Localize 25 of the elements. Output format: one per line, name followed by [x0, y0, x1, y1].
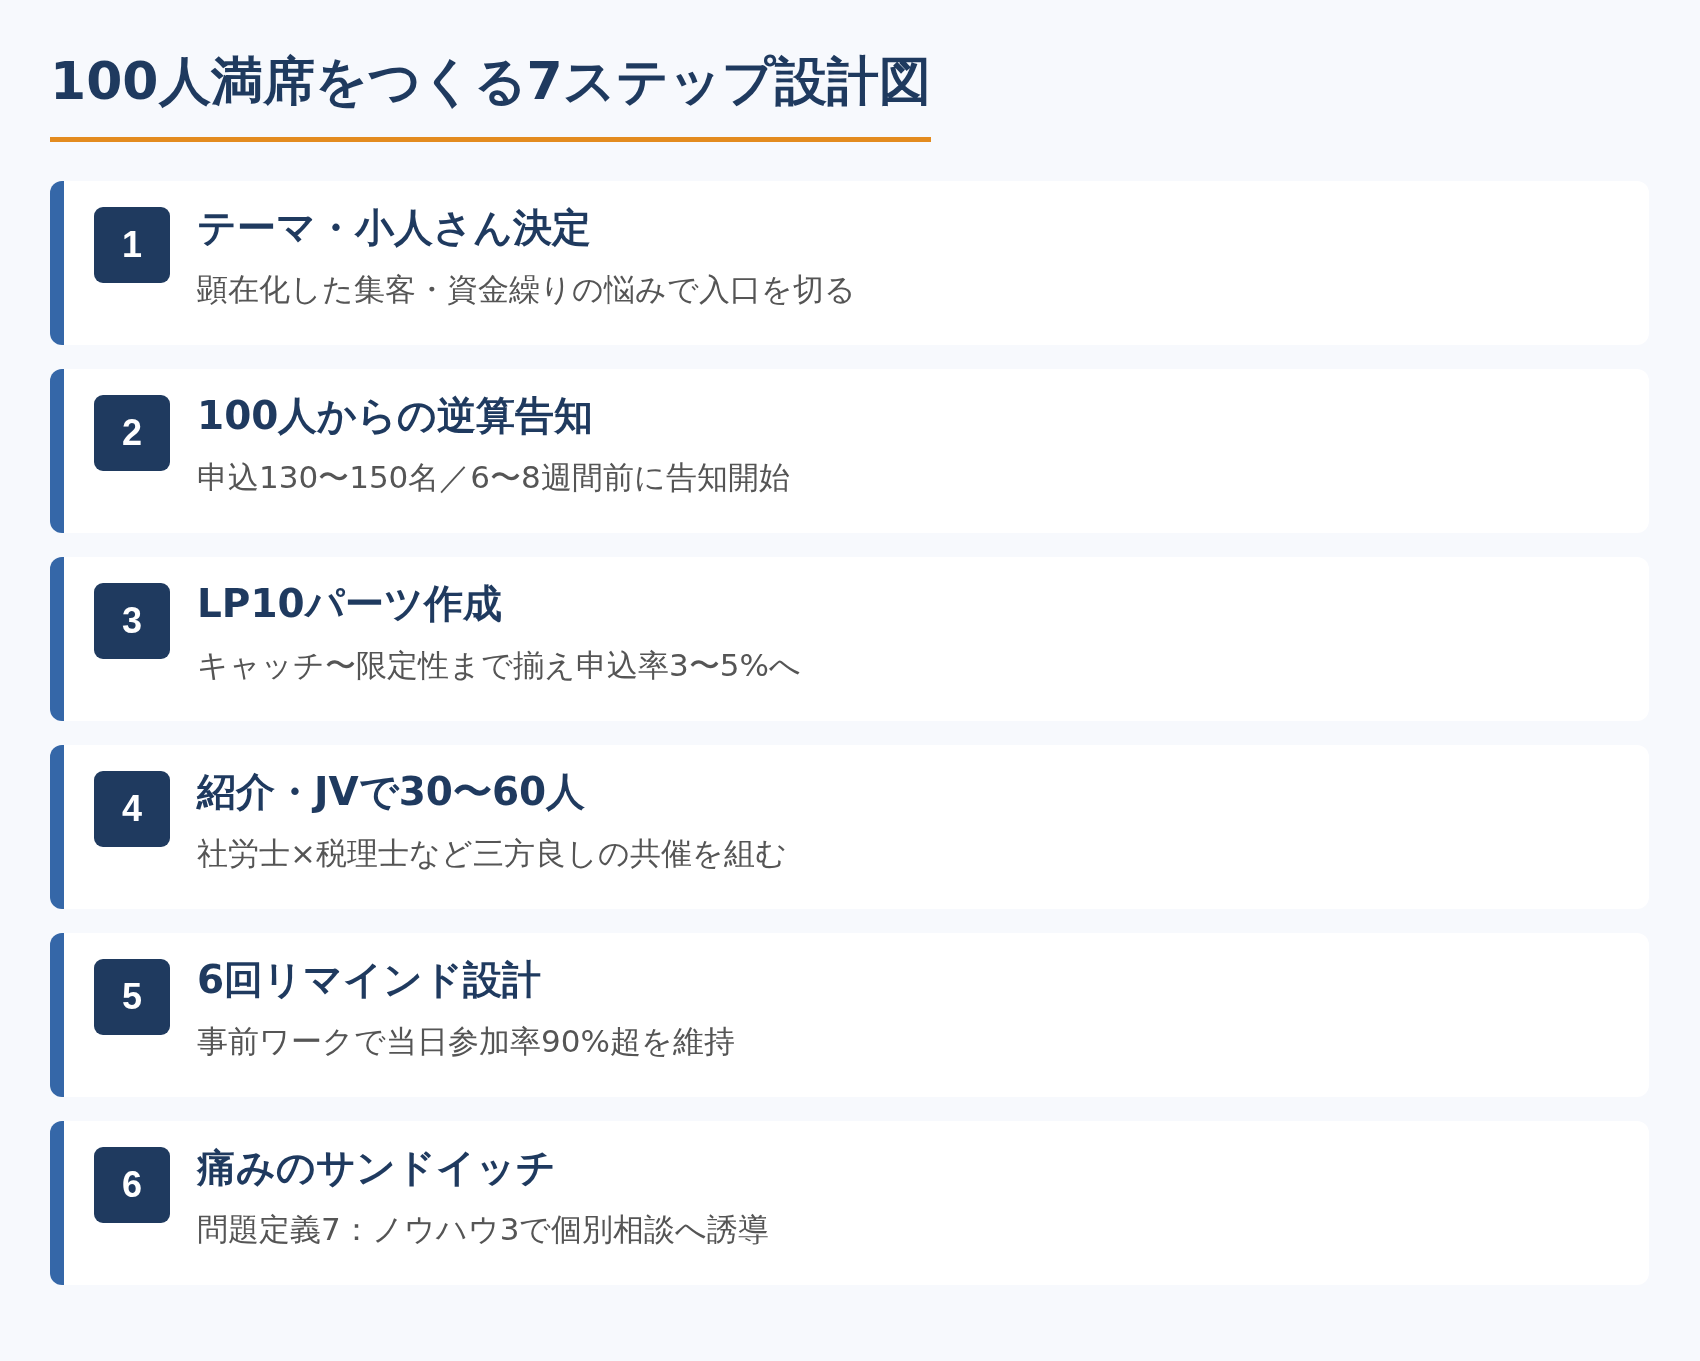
step-description: 社労士×税理士など三方良しの共催を組む [197, 834, 787, 873]
step-heading: 6回リマインド設計 [197, 956, 542, 1004]
step-description: 申込130〜150名／6〜8週間前に告知開始 [197, 458, 790, 497]
page-title: 100人満席をつくる7ステップ設計図 [50, 50, 931, 113]
step-heading: テーマ・小人さん決定 [197, 204, 591, 252]
step-description: 顕在化した集客・資金繰りの悩みで入口を切る [197, 270, 856, 309]
step-card [50, 745, 1649, 909]
step-number-badge: 5 [94, 959, 170, 1035]
step-description: キャッチ〜限定性まで揃え申込率3〜5%へ [197, 646, 801, 685]
step-number-badge: 1 [94, 207, 170, 283]
step-number-badge: 3 [94, 583, 170, 659]
step-description: 事前ワークで当日参加率90%超を維持 [197, 1022, 735, 1061]
step-card [50, 1121, 1649, 1285]
step-heading: 紹介・JVで30〜60人 [197, 768, 586, 816]
step-number-badge: 6 [94, 1147, 170, 1223]
step-number-badge: 2 [94, 395, 170, 471]
step-card [50, 933, 1649, 1097]
step-card [50, 369, 1649, 533]
step-heading: LP10パーツ作成 [197, 580, 502, 628]
step-card [50, 181, 1649, 345]
step-number-badge: 4 [94, 771, 170, 847]
step-card [50, 557, 1649, 721]
step-description: 問題定義7：ノウハウ3で個別相談へ誘導 [197, 1210, 770, 1249]
step-heading: 100人からの逆算告知 [197, 392, 594, 440]
step-heading: 痛みのサンドイッチ [197, 1144, 556, 1192]
